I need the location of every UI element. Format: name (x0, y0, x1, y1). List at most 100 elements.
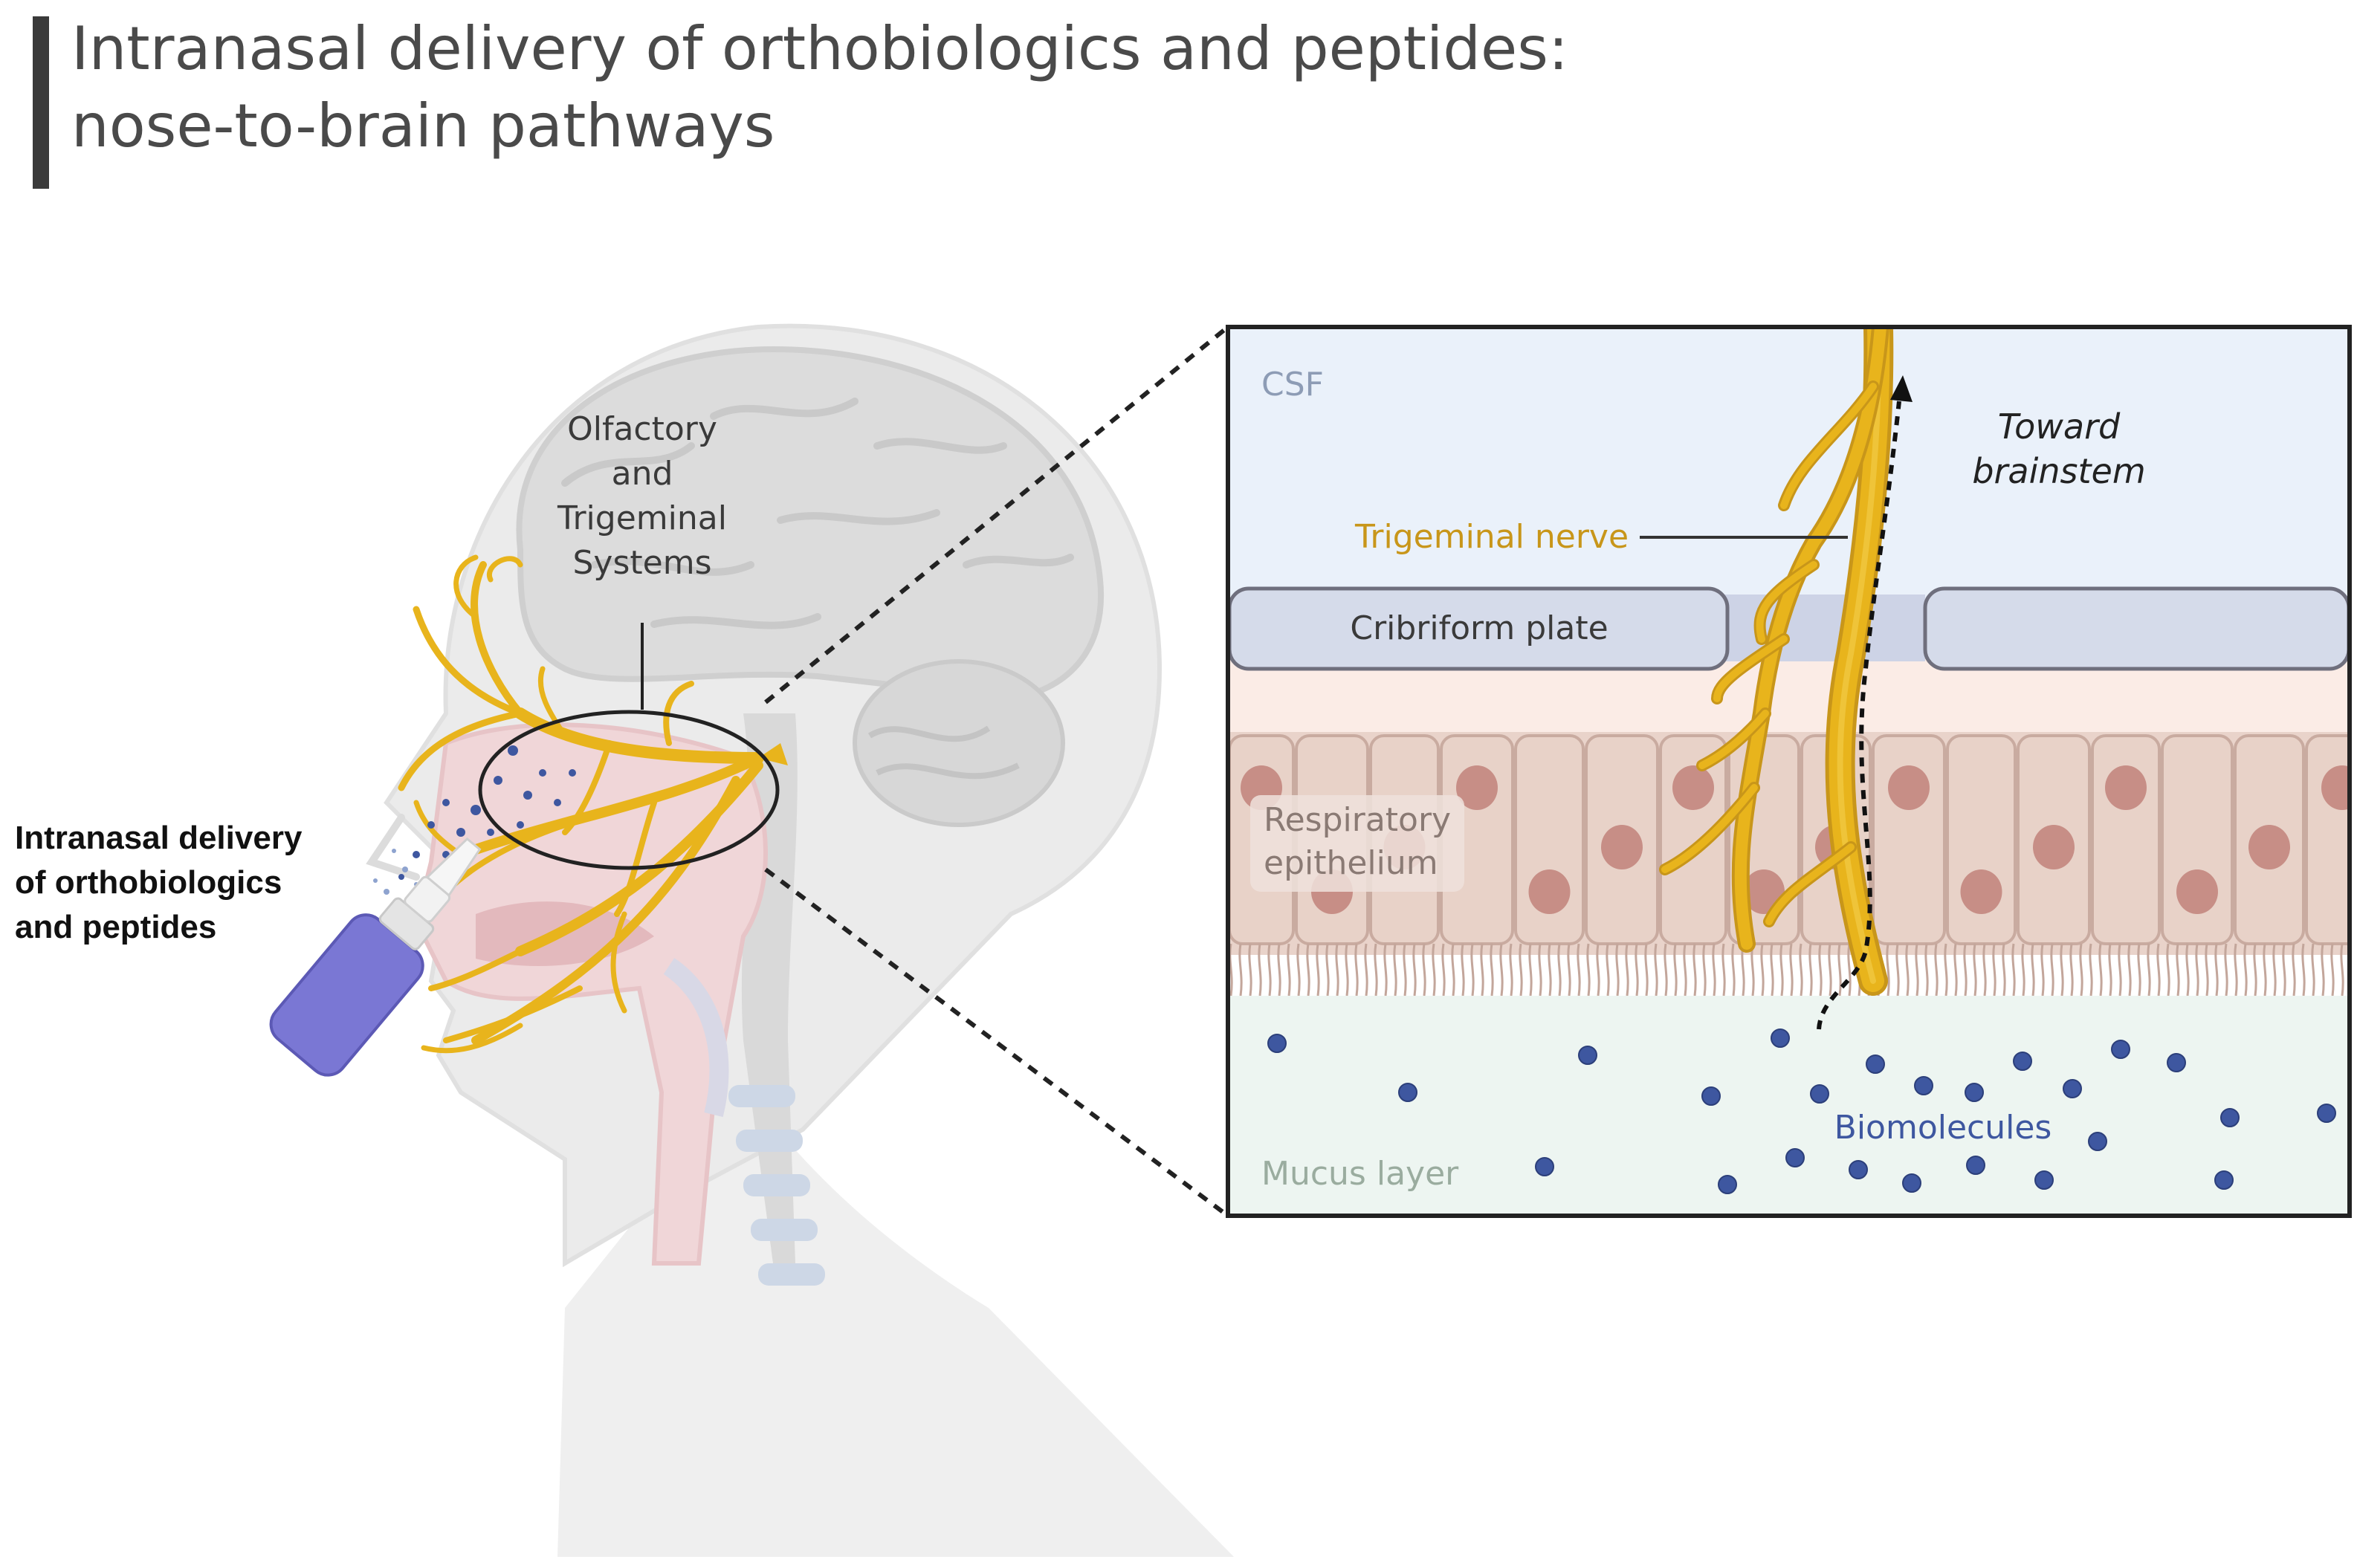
spray-bottle-icon (269, 837, 482, 1077)
cell-nucleus (2176, 869, 2218, 914)
systems-label-line-2: and (612, 455, 673, 493)
cilium (2263, 943, 2267, 997)
mucus-layer-label: Mucus layer (1261, 1155, 1459, 1193)
cilium (1393, 943, 1397, 997)
cilium (2127, 943, 2132, 997)
biomolecule-dot (2088, 1132, 2107, 1151)
cilium (2118, 943, 2122, 997)
cilium (1422, 943, 1426, 997)
cell-nucleus (1960, 869, 2002, 914)
cilium (2069, 943, 2074, 997)
delivery-label: Intranasal delivery of orthobiologics an… (15, 820, 303, 945)
biomolecule-dot (1771, 1028, 1790, 1048)
cilium (1557, 943, 1562, 997)
cilium (2311, 943, 2315, 997)
cilium (2060, 943, 2064, 997)
cell-nucleus (1601, 825, 1643, 869)
cilium (2176, 943, 2180, 997)
biomolecule-dot (1398, 1083, 1417, 1102)
cilium (2205, 943, 2209, 997)
biomolecules-label: Biomolecules (1834, 1109, 2052, 1147)
cilium (1335, 943, 1339, 997)
cilium (2282, 943, 2286, 997)
cell-nucleus (2321, 765, 2350, 810)
cilium (1644, 943, 1649, 997)
cilium (2253, 943, 2257, 997)
cilium (2224, 943, 2228, 997)
cilium (1238, 943, 1243, 997)
cilium (1808, 943, 1813, 997)
cilium (2147, 943, 2151, 997)
biomolecule-dot (1578, 1046, 1597, 1065)
cilium (1760, 943, 1765, 997)
csf-label: CSF (1261, 366, 1324, 404)
biomolecule-dot (1849, 1160, 1868, 1179)
cilium (1538, 943, 1542, 997)
cilium (1596, 943, 1600, 997)
cilium (1374, 943, 1378, 997)
cilium (1828, 943, 1832, 997)
head-illustration (269, 323, 1234, 1557)
cilium (1606, 943, 1610, 997)
biomolecule-dot (1902, 1173, 1921, 1193)
cilium (1934, 943, 1939, 997)
cilium (2021, 943, 2025, 997)
transport-path-arrow (1817, 401, 1901, 1030)
title-accent-bar (33, 16, 49, 189)
cilium (1287, 943, 1291, 997)
epithelium-label-line-1: Respiratory (1264, 801, 1451, 839)
cilium (1267, 943, 1272, 997)
mucus-region (1228, 996, 2350, 1216)
cilium (1982, 943, 1987, 997)
cilium (2089, 943, 2093, 997)
biomolecule-dot (2214, 1170, 2234, 1190)
cilium (1383, 943, 1388, 997)
zoom-connector-top (764, 325, 1229, 704)
cilium (1654, 943, 1658, 997)
delivery-label-line-3: and peptides (15, 909, 216, 945)
figure-title: Intranasal delivery of orthobiologics an… (71, 10, 1568, 165)
cilium (1847, 943, 1852, 997)
cilium (2330, 943, 2335, 997)
title-line-1: Intranasal delivery of orthobiologics an… (71, 14, 1568, 83)
cilium (2031, 943, 2035, 997)
biomolecule-dot (2317, 1104, 2336, 1123)
cilium (1789, 943, 1794, 997)
biomolecule-dot (2034, 1170, 2054, 1190)
trigeminal-nerve-label: Trigeminal nerve (1354, 518, 1629, 556)
cilium (1528, 943, 1533, 997)
title-line-2: nose-to-brain pathways (71, 91, 775, 161)
csf-region (1228, 327, 2350, 609)
biomolecule-dot (2220, 1108, 2240, 1127)
biomolecule-dot (2111, 1040, 2130, 1059)
cilium (1944, 943, 1948, 997)
cilium (1973, 943, 1977, 997)
biomolecule-dot (1267, 1034, 1287, 1053)
cell-nucleus (2033, 825, 2075, 869)
biomolecule-dot (1718, 1175, 1737, 1194)
cilium (1364, 943, 1368, 997)
cilium (1664, 943, 1668, 997)
biomolecule-dot (1965, 1083, 1984, 1102)
toward-label-line-2: brainstem (1972, 451, 2145, 491)
cilium (1779, 943, 1784, 997)
cilium (1509, 943, 1513, 997)
cilium (1586, 943, 1591, 997)
cilium (1837, 943, 1842, 997)
biomolecule-dot (2013, 1052, 2032, 1071)
trigeminal-nerve-fibers (1659, 327, 1894, 996)
cilium (2234, 943, 2238, 997)
cell-nucleus (2105, 765, 2147, 810)
cilium (2301, 943, 2306, 997)
cilium (1277, 943, 1281, 997)
cilium (1548, 943, 1552, 997)
cilium (1296, 943, 1301, 997)
cilium (1731, 943, 1736, 997)
cilium (1818, 943, 1823, 997)
delivery-label-line-2: of orthobiologics (15, 864, 282, 901)
cilium (2011, 943, 2016, 997)
biomolecule-dot (1535, 1157, 1554, 1176)
cilium (1992, 943, 1997, 997)
cilium (1683, 943, 1687, 997)
cilium (1258, 943, 1262, 997)
